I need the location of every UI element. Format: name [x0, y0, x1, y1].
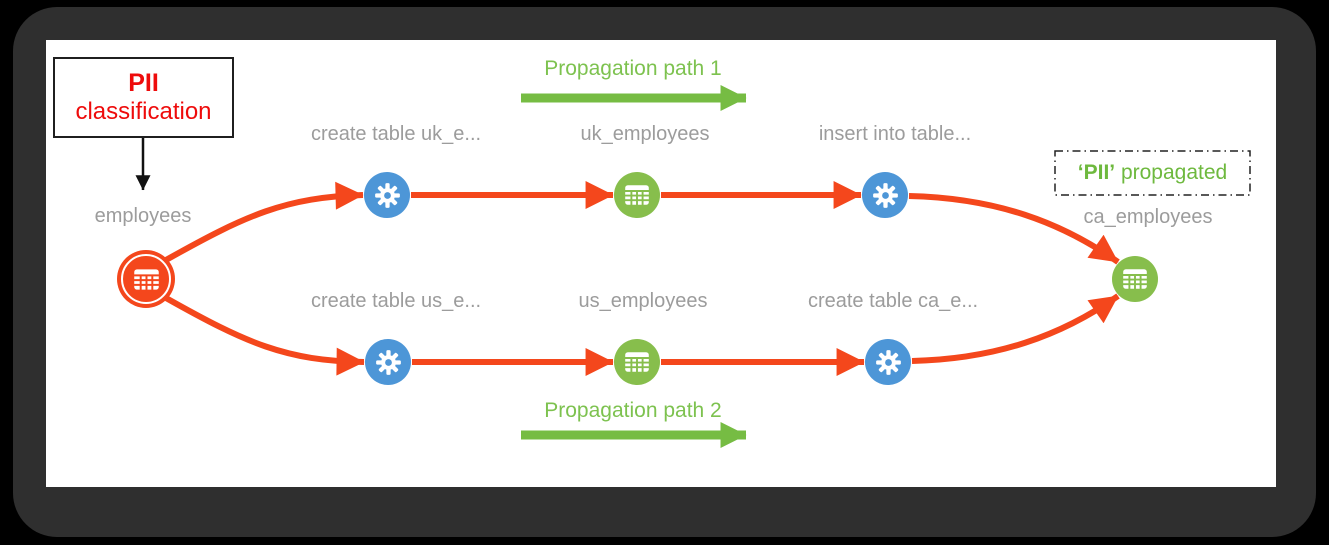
table-icon [625, 352, 649, 372]
node-label-ca-employees: ca_employees [1083, 206, 1213, 228]
lineage-edges-layer [135, 85, 1251, 448]
slide-frame: PII classification ‘PII’ propagated Prop… [13, 7, 1316, 537]
node-create-table-uk[interactable] [364, 172, 410, 218]
table-icon [625, 185, 649, 205]
node-label-insert-into-table: insert into table... [818, 123, 972, 145]
propagation-path-2-label: Propagation path 2 [544, 399, 722, 422]
edge-create-ca-to-ca-employees [911, 293, 1120, 364]
node-ca-employees[interactable] [1112, 256, 1158, 302]
node-uk-employees[interactable] [614, 172, 660, 218]
node-create-table-ca[interactable] [865, 339, 911, 385]
node-us-employees[interactable] [614, 339, 660, 385]
node-label-create-table-ca: create table ca_e... [807, 290, 979, 312]
node-label-uk-employees: uk_employees [580, 123, 710, 145]
pii-classification-title: PII [128, 69, 159, 98]
node-label-create-table-us: create table us_e... [310, 290, 482, 312]
pii-classification-subtitle: classification [75, 98, 212, 126]
lineage-canvas: PII classification ‘PII’ propagated Prop… [46, 40, 1276, 487]
propagation-path-1-label: Propagation path 1 [544, 57, 722, 80]
pii-propagated-tag: ‘PII’ [1077, 161, 1116, 184]
edge-employees-to-create-uk [164, 181, 364, 263]
gear-icon [875, 349, 901, 375]
gear-icon [374, 182, 400, 208]
edge-insert-to-ca-employees [908, 193, 1120, 265]
node-label-us-employees: us_employees [578, 290, 708, 312]
pii-classification-box: PII classification [53, 57, 234, 138]
node-insert-into-table[interactable] [862, 172, 908, 218]
node-employees[interactable] [117, 250, 175, 308]
pii-propagated-box: ‘PII’ propagated [1055, 151, 1250, 195]
table-icon [133, 268, 159, 290]
gear-icon [872, 182, 898, 208]
table-icon [1123, 269, 1147, 289]
node-label-employees: employees [94, 205, 192, 227]
node-label-create-table-uk: create table uk_e... [310, 123, 482, 145]
node-highlight-ring [121, 254, 171, 304]
edge-employees-to-create-us [164, 295, 365, 376]
pii-propagated-text: propagated [1115, 161, 1228, 184]
node-create-table-us[interactable] [365, 339, 411, 385]
gear-icon [375, 349, 401, 375]
pii-propagated-box-border [1054, 150, 1251, 196]
